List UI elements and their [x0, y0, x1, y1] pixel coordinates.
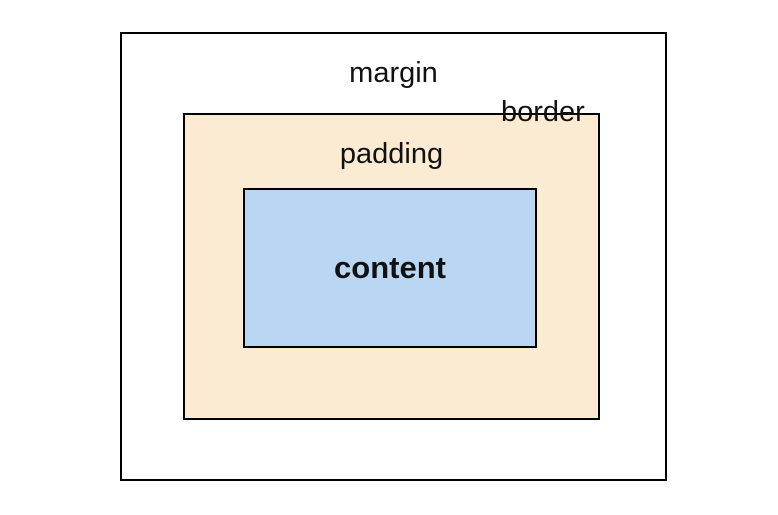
padding-label: padding	[339, 138, 444, 170]
border-label: border	[501, 96, 585, 128]
content-label: content	[334, 250, 446, 286]
margin-label: margin	[349, 57, 438, 89]
content-box: content	[243, 188, 537, 348]
